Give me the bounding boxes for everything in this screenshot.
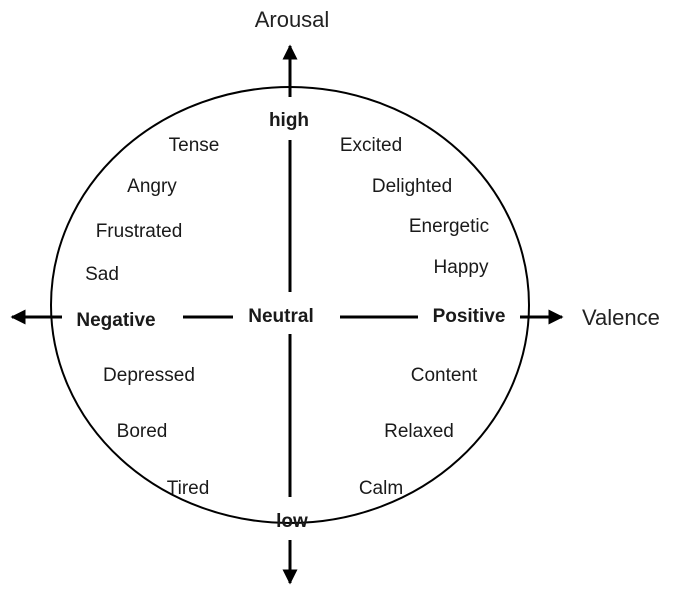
neutral-label: Neutral xyxy=(248,306,313,327)
valence-axis-title: Valence xyxy=(582,305,660,330)
low-arousal-label: low xyxy=(276,511,308,532)
positive-valence-label: Positive xyxy=(433,306,506,327)
negative-valence-label: Negative xyxy=(76,310,155,331)
emotion-happy: Happy xyxy=(434,257,489,278)
emotion-tense: Tense xyxy=(169,135,220,156)
arousal-axis-title: Arousal xyxy=(255,7,330,32)
emotion-relaxed: Relaxed xyxy=(384,421,454,442)
emotion-content: Content xyxy=(411,365,478,386)
high-arousal-label: high xyxy=(269,110,309,131)
emotion-energetic: Energetic xyxy=(409,216,489,237)
emotion-delighted: Delighted xyxy=(372,176,452,197)
emotion-sad: Sad xyxy=(85,264,119,285)
emotion-frustrated: Frustrated xyxy=(96,221,183,242)
emotion-excited: Excited xyxy=(340,135,402,156)
emotion-tired: Tired xyxy=(167,478,210,499)
emotion-depressed: Depressed xyxy=(103,365,195,386)
emotion-angry: Angry xyxy=(127,176,177,197)
emotion-bored: Bored xyxy=(117,421,168,442)
emotion-calm: Calm xyxy=(359,478,403,499)
